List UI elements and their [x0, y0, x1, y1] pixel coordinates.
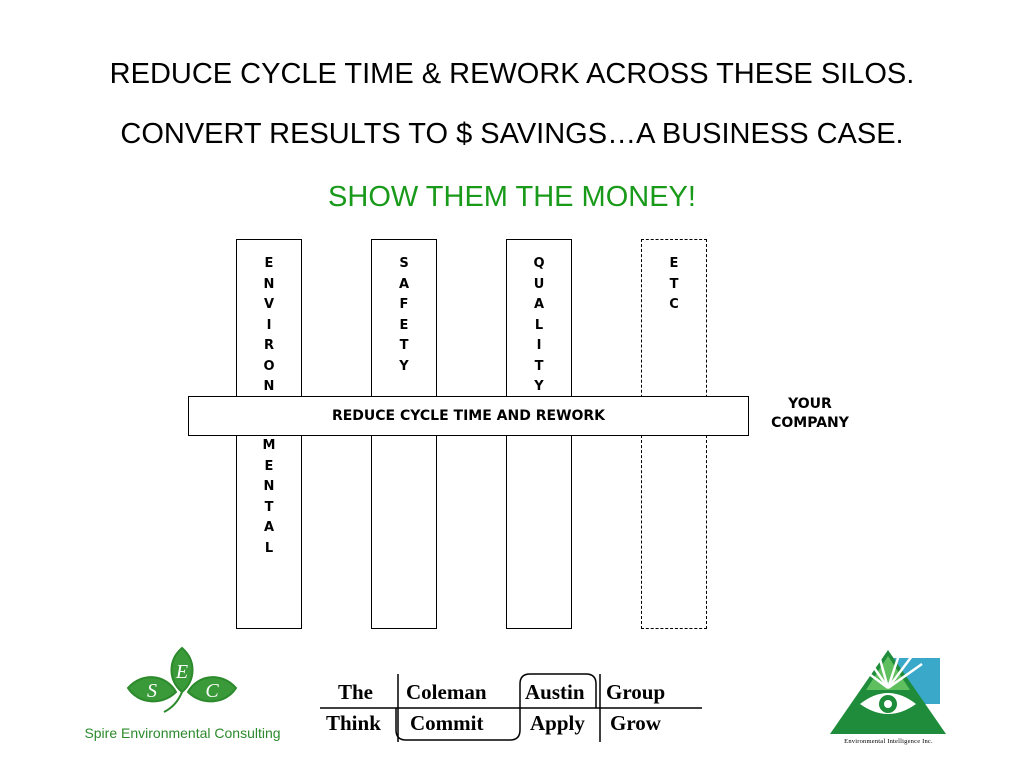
company-line-1: YOUR [788, 396, 832, 412]
silo-letter: T [534, 358, 544, 374]
ei-company-name: Environmental Intelligence Inc. [844, 738, 933, 745]
silo-letter: E [399, 317, 409, 333]
silo-letter: T [399, 338, 409, 353]
silo-letter: T [669, 276, 679, 292]
silo-letter: R [263, 338, 274, 353]
silo-letter: A [263, 520, 275, 535]
silo-letter: Y [399, 358, 409, 374]
sec-company-name: Spire Environmental Consulting [84, 725, 281, 741]
silo-letter: Q [533, 256, 545, 271]
silo-letter: L [534, 317, 544, 333]
your-company-label: YOUR COMPANY [760, 395, 860, 433]
silo-letter: Y [534, 379, 544, 394]
silo-letter: N [263, 276, 275, 292]
silo-letter: C [669, 297, 679, 312]
reduce-cycle-time-band: REDUCE CYCLE TIME AND REWORK [188, 396, 749, 436]
company-line-2: COMPANY [771, 415, 849, 431]
silo-letter: I [536, 338, 542, 353]
cag-word-think: Think [326, 711, 381, 735]
cag-word-commit: Commit [410, 711, 484, 735]
ei-eye-pyramid-icon [830, 650, 946, 734]
cag-word-coleman: Coleman [406, 680, 487, 704]
cag-word-apply: Apply [530, 711, 585, 735]
silo-letter: E [264, 256, 274, 271]
silo-letter: L [264, 540, 274, 556]
silo-letter: A [533, 297, 545, 312]
silo-letter: N [263, 379, 275, 394]
silo-letter: I [266, 317, 272, 333]
silo-letter: A [398, 276, 410, 292]
silo-letter: E [264, 458, 274, 474]
cag-word-the: The [338, 680, 374, 704]
silo-letter: T [264, 499, 274, 515]
sec-letter-e: E [175, 661, 188, 683]
silo-letter: F [399, 297, 409, 312]
sec-letter-c: C [205, 680, 219, 702]
cag-word-austin: Austin [525, 680, 585, 704]
silo-letter: M [262, 438, 276, 453]
silo-letter: U [533, 276, 545, 292]
coleman-austin-group-logo: The Coleman Austin Group Think Commit Ap… [320, 670, 705, 745]
cag-grid-lines [320, 673, 702, 742]
silo-letter: S [399, 256, 409, 271]
headline-show-money: SHOW THEM THE MONEY! [328, 181, 696, 213]
silo-letter: E [669, 256, 679, 271]
silo-letter: O [263, 358, 275, 374]
sec-leaf-icon: E S C [126, 646, 238, 713]
sec-letter-s: S [147, 680, 157, 702]
silo-letter: V [263, 297, 275, 312]
cag-word-group: Group [606, 680, 666, 704]
spire-environmental-logo: E S C Spire Environmental Consulting [80, 646, 285, 746]
cag-word-grow: Grow [610, 711, 661, 735]
silo-letter: N [263, 479, 275, 494]
headline-business-case: CONVERT RESULTS TO $ SAVINGS…A BUSINESS … [120, 118, 904, 150]
headline-silos: REDUCE CYCLE TIME & REWORK ACROSS THESE … [109, 58, 915, 90]
environmental-intelligence-logo: Environmental Intelligence Inc. [826, 646, 951, 751]
